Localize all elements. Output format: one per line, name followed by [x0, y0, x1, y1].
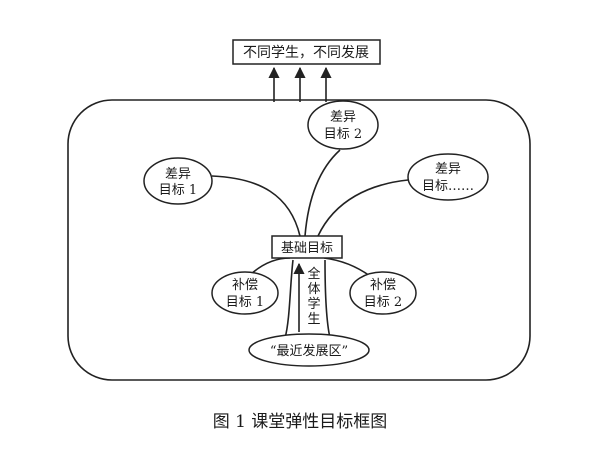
base-goal-box: [271, 235, 343, 259]
diff-goal-2-ellipse: [307, 100, 379, 150]
all-students-char-1: 全: [307, 266, 320, 282]
comp-goal-2-ellipse: [349, 271, 417, 315]
top-box-label: 不同学生，不同发展: [243, 45, 369, 61]
diff-goal-1-line2: 目标 1: [159, 183, 197, 198]
diff-goal-2-line1: 差异: [330, 110, 356, 125]
link-comp-2-base: [323, 257, 371, 277]
comp-goal-1-line2: 目标 1: [226, 295, 264, 310]
diff-goal-1-ellipse: [143, 157, 213, 205]
diff-goal-2-line2: 目标 2: [324, 127, 362, 142]
link-base-diff-1: [211, 175, 301, 237]
top-box: [232, 39, 381, 65]
comp-goal-1-ellipse: [211, 271, 279, 315]
stem-left: [284, 259, 294, 339]
zone-ellipse: [248, 333, 370, 367]
all-students-char-3: 学: [307, 296, 320, 312]
diff-goal-n-line2: 目标……: [422, 179, 474, 194]
zone-label: “最近发展区”: [270, 343, 348, 359]
outer-frame: [67, 99, 531, 381]
comp-goal-2-line1: 补偿: [370, 278, 396, 293]
comp-goal-2-line2: 目标 2: [364, 295, 402, 310]
base-goal-label: 基础目标: [281, 241, 333, 256]
diff-goal-n-line1: 差异: [435, 162, 461, 177]
comp-goal-1-line1: 补偿: [232, 278, 258, 293]
diff-goal-n-ellipse: [407, 153, 489, 201]
all-students-char-2: 体: [307, 282, 320, 297]
link-base-diff-n: [317, 179, 409, 237]
figure-caption: 图 1 课堂弹性目标框图: [213, 412, 388, 432]
all-students-char-4: 生: [307, 312, 320, 327]
link-base-diff-2: [304, 149, 341, 237]
diff-goal-1-line1: 差异: [165, 167, 191, 182]
stem-right: [324, 259, 331, 339]
